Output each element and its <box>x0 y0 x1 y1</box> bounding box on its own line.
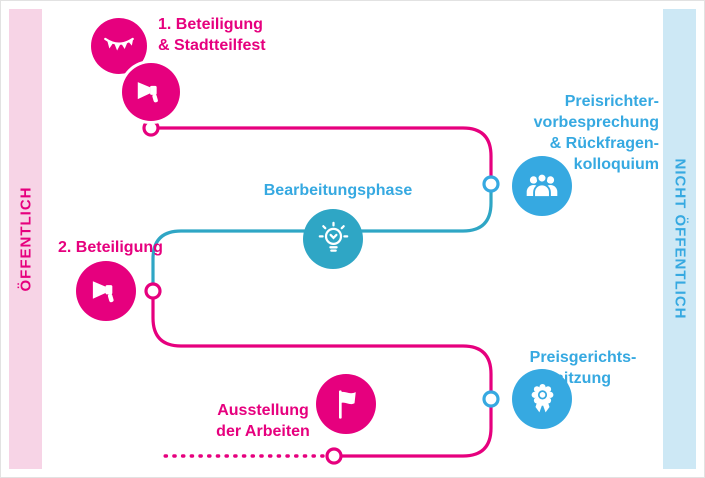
preisrichter-label: Preisrichter- vorbesprechung & Rückfrage… <box>533 93 659 173</box>
beteiligung1-label: 1. Beteiligung & Stadtteilfest <box>158 16 266 54</box>
bearbeitungsphase-node <box>303 209 363 269</box>
lightbulb-icon <box>318 221 348 252</box>
milestone-preisrichter <box>482 175 500 193</box>
audience-icon <box>526 172 558 199</box>
preisgericht-label: Preisgerichts- sitzung <box>529 349 637 387</box>
beteiligung2-label: 2. Beteiligung <box>58 239 163 256</box>
beteiligung1-node <box>122 63 180 121</box>
lane-public: ÖFFENTLICH <box>9 9 42 469</box>
stadtteilfest-node <box>91 18 147 74</box>
milestone-beteiligung1 <box>142 119 160 137</box>
lane-not-public: NICHT ÖFFENTLICH <box>663 9 696 469</box>
path-segment-1 <box>151 126 493 184</box>
ausstellung-node <box>316 374 376 434</box>
bearbeitungsphase-label: Bearbeitungsphase <box>263 182 413 199</box>
award-icon <box>531 383 553 412</box>
garland-icon <box>104 37 134 51</box>
megaphone-icon <box>137 82 158 103</box>
milestone-preisgericht <box>482 390 500 408</box>
megaphone-icon <box>92 280 114 302</box>
flag-icon <box>338 389 356 419</box>
path-segment-4 <box>334 399 493 458</box>
milestone-ausstellung <box>325 447 343 465</box>
beteiligung2-node <box>76 261 136 321</box>
path-segment-3 <box>151 291 493 399</box>
preisgericht-node <box>512 369 572 429</box>
milestone-beteiligung2 <box>144 282 162 300</box>
preisrichter-node <box>512 156 572 216</box>
ausstellung-label: Ausstellung der Arbeiten <box>216 402 310 440</box>
